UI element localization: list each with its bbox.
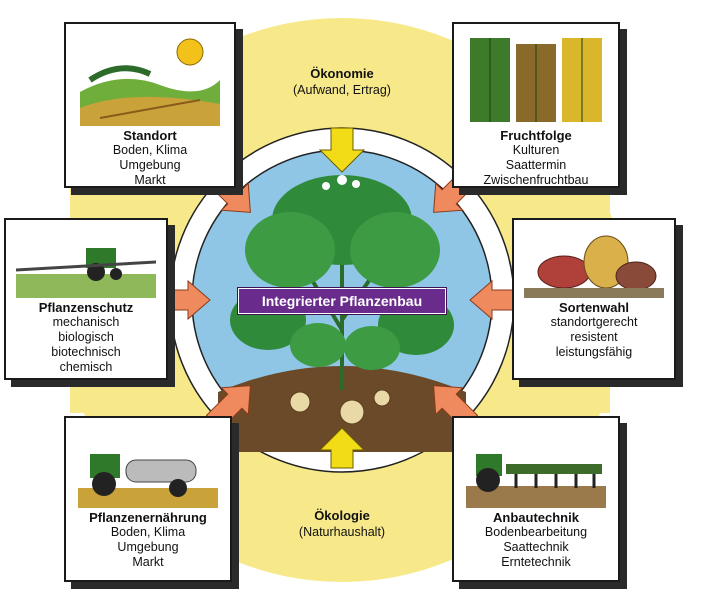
box-line: Boden, Klima: [110, 525, 186, 539]
bottom-axis-title: Ökologie: [314, 508, 370, 523]
box-line: Markt: [134, 173, 166, 187]
potato-tubers-icon: [524, 235, 664, 298]
box-line: Zwischenfruchtbau: [483, 173, 589, 187]
field-sprayer-tractor-icon: [16, 248, 156, 298]
box-pflanzenschutz: Pflanzenschutz mechanisch biologisch bio…: [4, 218, 168, 380]
box-title: Anbautechnik: [493, 510, 579, 525]
box-line: Erntetechnik: [501, 555, 571, 569]
box-line: Markt: [132, 555, 164, 569]
box-line: Saattermin: [505, 158, 567, 172]
yellow-arrow-down: [318, 127, 366, 173]
yellow-arrow-up: [318, 427, 366, 469]
box-standort: Standort Boden, Klima Umgebung Markt: [64, 22, 236, 188]
top-axis-title: Ökonomie: [310, 66, 374, 81]
box-line: Kulturen: [512, 143, 560, 157]
box-line: biologisch: [58, 330, 114, 344]
box-line: Boden, Klima: [112, 143, 188, 157]
center-label: Integrierter Pflanzenbau: [237, 287, 447, 315]
box-line: Umgebung: [119, 158, 181, 172]
box-title: Pflanzenernährung: [89, 510, 207, 525]
box-line: Umgebung: [117, 540, 179, 554]
box-anbautechnik: Anbautechnik Bodenbearbeitung Saattechni…: [452, 416, 620, 582]
top-axis-subtitle: (Aufwand, Ertrag): [293, 83, 391, 97]
box-pflanzenernaehrung: Pflanzenernährung Boden, Klima Umgebung …: [64, 416, 232, 582]
crop-rows-icon: [470, 38, 602, 122]
box-title: Standort: [123, 128, 177, 143]
top-axis: Ökonomie (Aufwand, Ertrag): [242, 66, 442, 98]
box-line: Bodenbearbeitung: [484, 525, 588, 539]
box-line: chemisch: [59, 360, 113, 374]
box-title: Sortenwahl: [558, 300, 630, 315]
box-title: Pflanzenschutz: [38, 300, 134, 315]
bottom-axis: Ökologie (Naturhaushalt): [242, 508, 442, 540]
box-title: Fruchtfolge: [500, 128, 572, 143]
box-line: mechanisch: [52, 315, 120, 329]
planter-machine-icon: [466, 454, 606, 508]
box-fruchtfolge: Fruchtfolge Kulturen Saattermin Zwischen…: [452, 22, 620, 188]
fertilizer-spreader-tractor-icon: [78, 454, 218, 508]
landscape-sun-icon: [80, 38, 220, 126]
box-line: leistungsfähig: [555, 345, 633, 359]
potato-tuber-icon: [289, 391, 311, 413]
potato-tuber-icon: [373, 389, 391, 407]
box-line: standortgerecht: [550, 315, 638, 329]
bottom-axis-subtitle: (Naturhaushalt): [298, 525, 386, 539]
box-line: Saattechnik: [503, 540, 569, 554]
box-line: biotechnisch: [51, 345, 121, 359]
potato-tuber-icon: [339, 399, 365, 425]
box-line: resistent: [570, 330, 618, 344]
box-sortenwahl: Sortenwahl standortgerecht resistent lei…: [512, 218, 676, 380]
